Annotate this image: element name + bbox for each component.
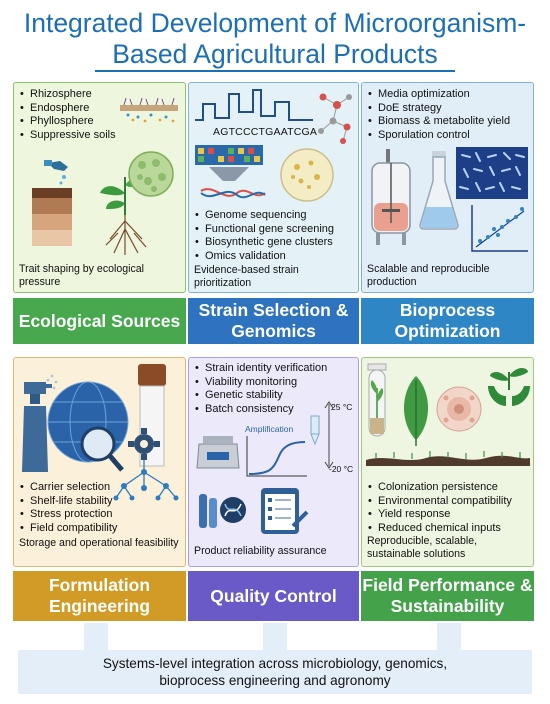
dna-sample-tubes-icon [199, 494, 246, 528]
footer-line-1: Systems-level integration across microbi… [102, 656, 448, 671]
banner-strain-selection: Strain Selection & Genomics [188, 298, 359, 344]
quality-bullets: Strain identity verification Viability m… [194, 362, 356, 416]
field-bullets: Colonization persistence Environmental c… [367, 481, 532, 535]
bioprocess-caption: Scalable and reproducible production [367, 263, 490, 288]
bullet-item: Genome sequencing [194, 209, 356, 223]
bioreactor-icon [371, 149, 411, 245]
panel-ecological-sources: Rhizosphere Endosphere Phyllosphere Supp… [13, 82, 186, 293]
title-line-1: Integrated Development of Microorganism- [23, 8, 527, 38]
plant-tube-icon [367, 363, 387, 437]
gloved-hand-icon [44, 160, 68, 185]
bullet-item: Environmental compatibility [367, 495, 532, 509]
panel-field-performance: Colonization persistence Environmental c… [361, 357, 534, 567]
bullet-item: Phyllosphere [19, 115, 124, 129]
bullet-item: Biosynthetic gene clusters [194, 236, 356, 250]
gene-screening-icon [195, 145, 266, 199]
amplification-label: Amplification [245, 424, 294, 434]
hands-holding-plant-icon [488, 368, 530, 406]
field-caption: Reproducible, scalable, sustainable solu… [367, 535, 478, 560]
bullet-item: Genetic stability [194, 389, 356, 403]
bullet-item: Functional gene screening [194, 223, 356, 237]
root-microbiome-icon [120, 97, 178, 123]
doe-scatter-icon [471, 205, 528, 252]
field-soil-icon [366, 451, 530, 466]
bullet-item: Shelf-life stability [19, 495, 179, 509]
footer-line-2: bioprocess engineering and agronomy [159, 673, 391, 688]
bullet-item: Media optimization [367, 88, 532, 102]
sample-vial-icon [138, 364, 166, 467]
connector-center [263, 623, 287, 650]
strain-bullets: Genome sequencing Functional gene screen… [194, 209, 356, 263]
micrograph-icon [456, 147, 528, 199]
panel-bioprocess: Media optimization DoE strategy Biomass … [361, 82, 534, 293]
formulation-caption: Storage and operational feasibility [19, 537, 179, 549]
integration-footer: Systems-level integration across microbi… [18, 650, 532, 694]
page-title: Integrated Development of Microorganism-… [0, 8, 550, 70]
bullet-item: Viability monitoring [194, 376, 356, 390]
formulation-bullets: Carrier selection Shelf-life stability S… [19, 481, 179, 535]
soil-profile-icon [32, 188, 72, 246]
quality-caption: Product reliability assurance [194, 545, 327, 557]
bullet-item: Omics validation [194, 250, 356, 264]
molecular-network-icon [318, 93, 352, 144]
thermocycler-icon [196, 436, 240, 469]
title-line-2: Based Agricultural Products [112, 39, 438, 69]
bullet-item: Yield response [367, 508, 532, 522]
banner-quality-control: Quality Control [188, 571, 359, 621]
connector-left [84, 623, 108, 650]
bullet-item: Reduced chemical inputs [367, 522, 532, 536]
petri-dish-icon [280, 148, 334, 202]
ecological-caption: Trait shaping by ecological pressure [19, 263, 145, 288]
bullet-item: Stress protection [19, 508, 179, 522]
leaf-icon [404, 376, 428, 446]
bullet-item: Strain identity verification [194, 362, 356, 376]
bullet-item: Batch consistency [194, 403, 356, 417]
panel-formulation: Carrier selection Shelf-life stability S… [13, 357, 186, 567]
bullet-item: Rhizosphere [19, 88, 124, 102]
temp-low-label: -20 °C [329, 464, 354, 474]
bullet-item: DoE strategy [367, 102, 532, 116]
erlenmeyer-flask-icon [419, 151, 459, 230]
bullet-item: Sporulation control [367, 129, 532, 143]
dna-sequence-text: AGTCCCTGAATCGA [213, 126, 318, 138]
bullet-item: Suppressive soils [19, 129, 124, 143]
bullet-item: Field compatibility [19, 522, 179, 536]
strain-caption: Evidence-based strain prioritization [194, 264, 299, 289]
spray-bottle-icon [22, 374, 58, 472]
banner-bioprocess: Bioprocess Optimization [361, 298, 534, 344]
bullet-item: Colonization persistence [367, 481, 532, 495]
bullet-item: Carrier selection [19, 481, 179, 495]
title-underline [95, 70, 455, 72]
banner-field-performance: Field Performance & Sustainability [361, 571, 534, 621]
temp-high-label: 25 °C [331, 402, 353, 412]
leaf-cell-icon [128, 151, 174, 197]
ecological-bullets: Rhizosphere Endosphere Phyllosphere Supp… [19, 88, 124, 142]
panel-quality-control: Strain identity verification Viability m… [188, 357, 359, 567]
checklist-clipboard-icon [261, 488, 309, 534]
bullet-item: Endosphere [19, 102, 124, 116]
temperature-tube-icon [310, 401, 334, 469]
banner-ecological-sources: Ecological Sources [13, 298, 186, 344]
connector-right [437, 623, 461, 650]
root-cross-section-icon [436, 386, 482, 432]
sequencing-trace-icon [195, 89, 313, 121]
panel-strain-selection: AGTCCCTGAATCGA Genome sequencing Functio… [188, 82, 359, 293]
amplification-curve-icon [246, 436, 307, 477]
banner-formulation: Formulation Engineering [13, 571, 186, 621]
bullet-item: Biomass & metabolite yield [367, 115, 532, 129]
bioprocess-bullets: Media optimization DoE strategy Biomass … [367, 88, 532, 142]
